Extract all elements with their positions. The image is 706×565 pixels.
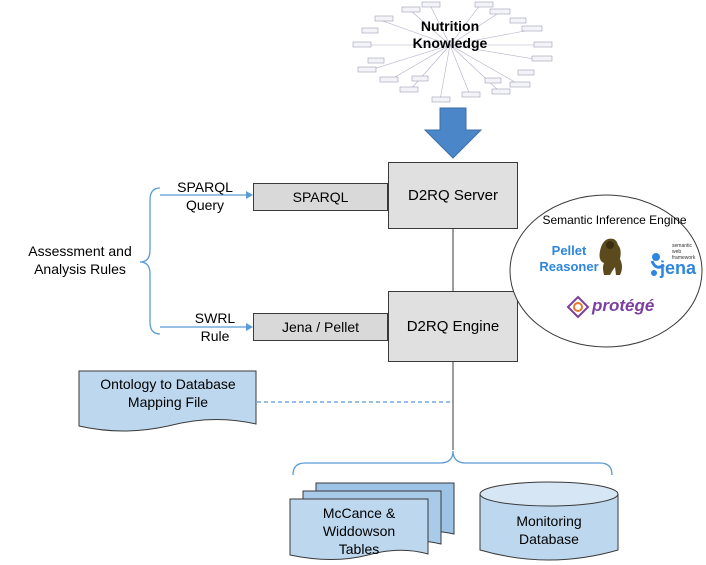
inference-engine-ellipse bbox=[509, 194, 703, 348]
jena-logo-icon bbox=[650, 253, 665, 276]
down-arrow-icon bbox=[423, 107, 483, 159]
swrl-rule-label: SWRL Rule bbox=[185, 309, 245, 345]
bottom-brace bbox=[292, 450, 613, 476]
assessment-rules-label: Assessment and Analysis Rules bbox=[20, 242, 140, 278]
jena-tagline: semantic web framework bbox=[672, 243, 702, 261]
mapping-file-shape bbox=[78, 370, 257, 432]
assessment-line2: Analysis Rules bbox=[34, 261, 126, 277]
protege-label: protégé bbox=[592, 296, 655, 315]
jena-tagline-line1: semantic web bbox=[672, 243, 693, 255]
sparql-box: SPARQL bbox=[253, 183, 388, 211]
monitoring-database-label: Monitoring Database bbox=[482, 512, 616, 548]
protege-logo-icon bbox=[566, 295, 590, 319]
mccance-line1: McCance & bbox=[322, 505, 396, 521]
jena-pellet-box: Jena / Pellet bbox=[253, 313, 388, 341]
pellet-reasoner-label: Pellet Reasoner bbox=[536, 243, 602, 275]
mccance-line2: Widdowson bbox=[322, 523, 396, 539]
sparql-query-label: SPARQL Query bbox=[170, 178, 240, 214]
mccance-tables-shape bbox=[289, 482, 455, 560]
left-brace bbox=[139, 187, 161, 335]
ontology-graph-cloud bbox=[352, 1, 553, 103]
d2rq-engine-label: D2RQ Engine bbox=[406, 318, 500, 335]
swrl-rule-line2: Rule bbox=[200, 328, 230, 344]
sparql-box-label: SPARQL bbox=[292, 189, 349, 205]
nutrition-knowledge-label: Nutrition Knowledge bbox=[400, 18, 500, 52]
mccance-line3: Tables bbox=[338, 541, 380, 557]
sparql-query-line1: SPARQL bbox=[177, 179, 233, 195]
jena-label: jena bbox=[660, 258, 697, 278]
pellet-line2: Reasoner bbox=[539, 259, 599, 274]
nutrition-knowledge-line2: Knowledge bbox=[412, 35, 488, 51]
d2rq-server-box: D2RQ Server bbox=[388, 162, 518, 229]
swrl-rule-line1: SWRL bbox=[194, 310, 236, 326]
inference-engine-title: Semantic Inference Engine bbox=[542, 213, 687, 227]
gorilla-icon bbox=[599, 238, 622, 275]
d2rq-engine-box: D2RQ Engine bbox=[388, 291, 518, 362]
monitoring-line2: Database bbox=[519, 531, 579, 547]
mccance-tables-label: McCance & Widdowson Tables bbox=[292, 504, 426, 558]
jena-pellet-label: Jena / Pellet bbox=[281, 319, 360, 335]
jena-tagline-line2: framework bbox=[672, 255, 696, 261]
sparql-query-line2: Query bbox=[185, 197, 225, 213]
monitoring-database-shape bbox=[479, 481, 619, 561]
assessment-line1: Assessment and bbox=[28, 243, 132, 259]
mapping-file-label: Ontology to Database Mapping File bbox=[80, 375, 256, 411]
monitoring-line1: Monitoring bbox=[516, 513, 582, 529]
pellet-line1: Pellet bbox=[551, 243, 587, 258]
d2rq-server-label: D2RQ Server bbox=[407, 187, 499, 204]
mapping-line2: Mapping File bbox=[127, 394, 209, 410]
nutrition-knowledge-line1: Nutrition bbox=[420, 18, 480, 34]
mapping-line1: Ontology to Database bbox=[100, 376, 236, 392]
